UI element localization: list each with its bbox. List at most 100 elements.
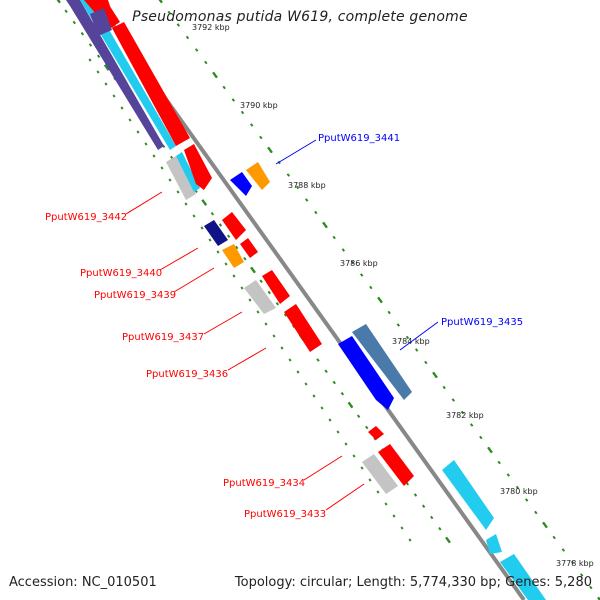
far-inner-tick-ring xyxy=(88,58,412,542)
gene-feature-navy-3440[interactable] xyxy=(204,220,228,246)
gene-feature-red-3434a[interactable] xyxy=(368,426,384,440)
tick-mark xyxy=(414,348,419,352)
tick-mark xyxy=(312,394,316,398)
gene-label-3437[interactable]: PputW619_3437 xyxy=(122,332,204,343)
tick-mark xyxy=(216,250,220,254)
gene-feature-purple-top[interactable] xyxy=(90,8,112,36)
tick-mark xyxy=(103,64,110,71)
gene-feature-purple[interactable] xyxy=(66,0,164,150)
tick-mark xyxy=(352,454,356,458)
tick-mark xyxy=(392,514,396,518)
gene-feature-red-arrow-top[interactable] xyxy=(84,0,112,14)
tick-mark xyxy=(460,410,465,415)
gene-label-3434[interactable]: PputW619_3434 xyxy=(223,478,305,489)
gene-feature-grey-3433[interactable] xyxy=(362,454,398,494)
tick-mark xyxy=(424,360,428,365)
gene-feature-cyan-arrow[interactable] xyxy=(486,534,502,554)
gene-feature-grey-3437[interactable] xyxy=(244,280,276,314)
tick-mark xyxy=(384,502,388,506)
tick-mark xyxy=(208,238,212,242)
gene-feature-blue-3435[interactable] xyxy=(338,336,394,410)
genome-summary-text: Topology: circular; Length: 5,774,330 bp… xyxy=(234,575,592,590)
gene-feature-cyan-bottom[interactable] xyxy=(500,554,546,600)
tick-mark xyxy=(259,279,263,284)
gene-feature-red-3434[interactable] xyxy=(378,444,414,486)
tick-mark xyxy=(160,166,164,170)
tick-mark xyxy=(368,478,372,482)
tick-mark xyxy=(304,198,309,202)
leader-3433 xyxy=(325,483,365,511)
scale-label-3792: 3792 kbp xyxy=(192,23,230,32)
tick-mark xyxy=(341,248,346,252)
tick-mark xyxy=(222,85,226,90)
gene-feature-red-3437[interactable] xyxy=(262,270,290,304)
gene-label-3433[interactable]: PputW619_3433 xyxy=(244,509,326,520)
tick-mark xyxy=(56,0,61,4)
tick-mark xyxy=(332,235,336,240)
scale-label-3780: 3780 kbp xyxy=(500,487,538,496)
tick-mark xyxy=(356,414,361,419)
tick-mark xyxy=(515,485,520,490)
tick-mark xyxy=(158,0,163,4)
tick-mark xyxy=(104,82,108,86)
gene-label-3441[interactable]: PputW619_3441 xyxy=(318,133,400,144)
tick-mark xyxy=(259,135,263,140)
scale-label-3778: 3778 kbp xyxy=(556,559,594,568)
gene-feature-red-3440b[interactable] xyxy=(240,238,258,258)
tick-mark xyxy=(432,371,438,379)
gene-feature-cyan-small[interactable] xyxy=(176,152,200,192)
tick-mark xyxy=(314,210,318,215)
gene-label-3442[interactable]: PputW619_3442 xyxy=(45,212,127,223)
gene-feature-blue-3441[interactable] xyxy=(230,172,252,196)
tick-mark xyxy=(184,202,188,206)
tick-mark xyxy=(324,369,328,374)
scale-label-3788: 3788 kbp xyxy=(288,181,326,190)
gene-feature-orange-3439[interactable] xyxy=(222,244,244,268)
tick-mark xyxy=(232,274,236,278)
gene-label-3440[interactable]: PputW619_3440 xyxy=(80,268,162,279)
tick-mark xyxy=(201,199,208,206)
tick-mark xyxy=(469,423,474,427)
gene-label-3435[interactable]: PputW619_3435 xyxy=(441,317,523,328)
gene-feature-red-3440a[interactable] xyxy=(222,212,246,240)
tick-mark xyxy=(235,245,239,250)
gene-feature-cyan[interactable] xyxy=(80,0,176,150)
tick-mark xyxy=(64,9,68,14)
gene-feature-red-3436[interactable] xyxy=(284,304,322,352)
tick-mark xyxy=(250,266,256,274)
tick-mark xyxy=(286,173,291,177)
tick-mark xyxy=(128,118,132,122)
gene-feature-steel-3435[interactable] xyxy=(352,324,412,400)
tick-mark xyxy=(231,98,236,102)
scale-label-3790: 3790 kbp xyxy=(240,101,278,110)
leader-3436 xyxy=(227,347,267,371)
tick-mark xyxy=(212,71,218,79)
tick-mark xyxy=(421,504,426,509)
gene-label-3439[interactable]: PputW619_3439 xyxy=(94,290,176,301)
tick-mark xyxy=(185,35,190,40)
tick-mark xyxy=(88,58,92,62)
gene-feature-red-3442b[interactable] xyxy=(184,144,212,190)
tick-mark xyxy=(192,214,196,218)
tick-mark xyxy=(96,70,100,74)
tick-mark xyxy=(589,585,593,590)
tick-mark xyxy=(304,382,308,386)
tick-mark xyxy=(267,146,273,154)
tick-mark xyxy=(283,313,288,317)
tick-mark xyxy=(332,380,336,385)
leader-3437 xyxy=(203,311,243,335)
tick-mark xyxy=(400,526,404,530)
tick-mark xyxy=(336,430,340,434)
tick-mark xyxy=(316,358,320,362)
tick-mark xyxy=(396,323,401,327)
tick-mark xyxy=(176,23,181,27)
gene-label-3436[interactable]: PputW619_3436 xyxy=(146,369,228,380)
tick-mark xyxy=(506,473,511,477)
gene-feature-red-long[interactable] xyxy=(112,22,190,146)
gene-feature-cyan-right[interactable] xyxy=(442,460,494,530)
gene-feature-grey-3442[interactable] xyxy=(166,156,196,200)
gene-feature-orange-3441[interactable] xyxy=(246,162,270,190)
tick-mark xyxy=(296,370,300,374)
tick-mark xyxy=(272,334,276,338)
